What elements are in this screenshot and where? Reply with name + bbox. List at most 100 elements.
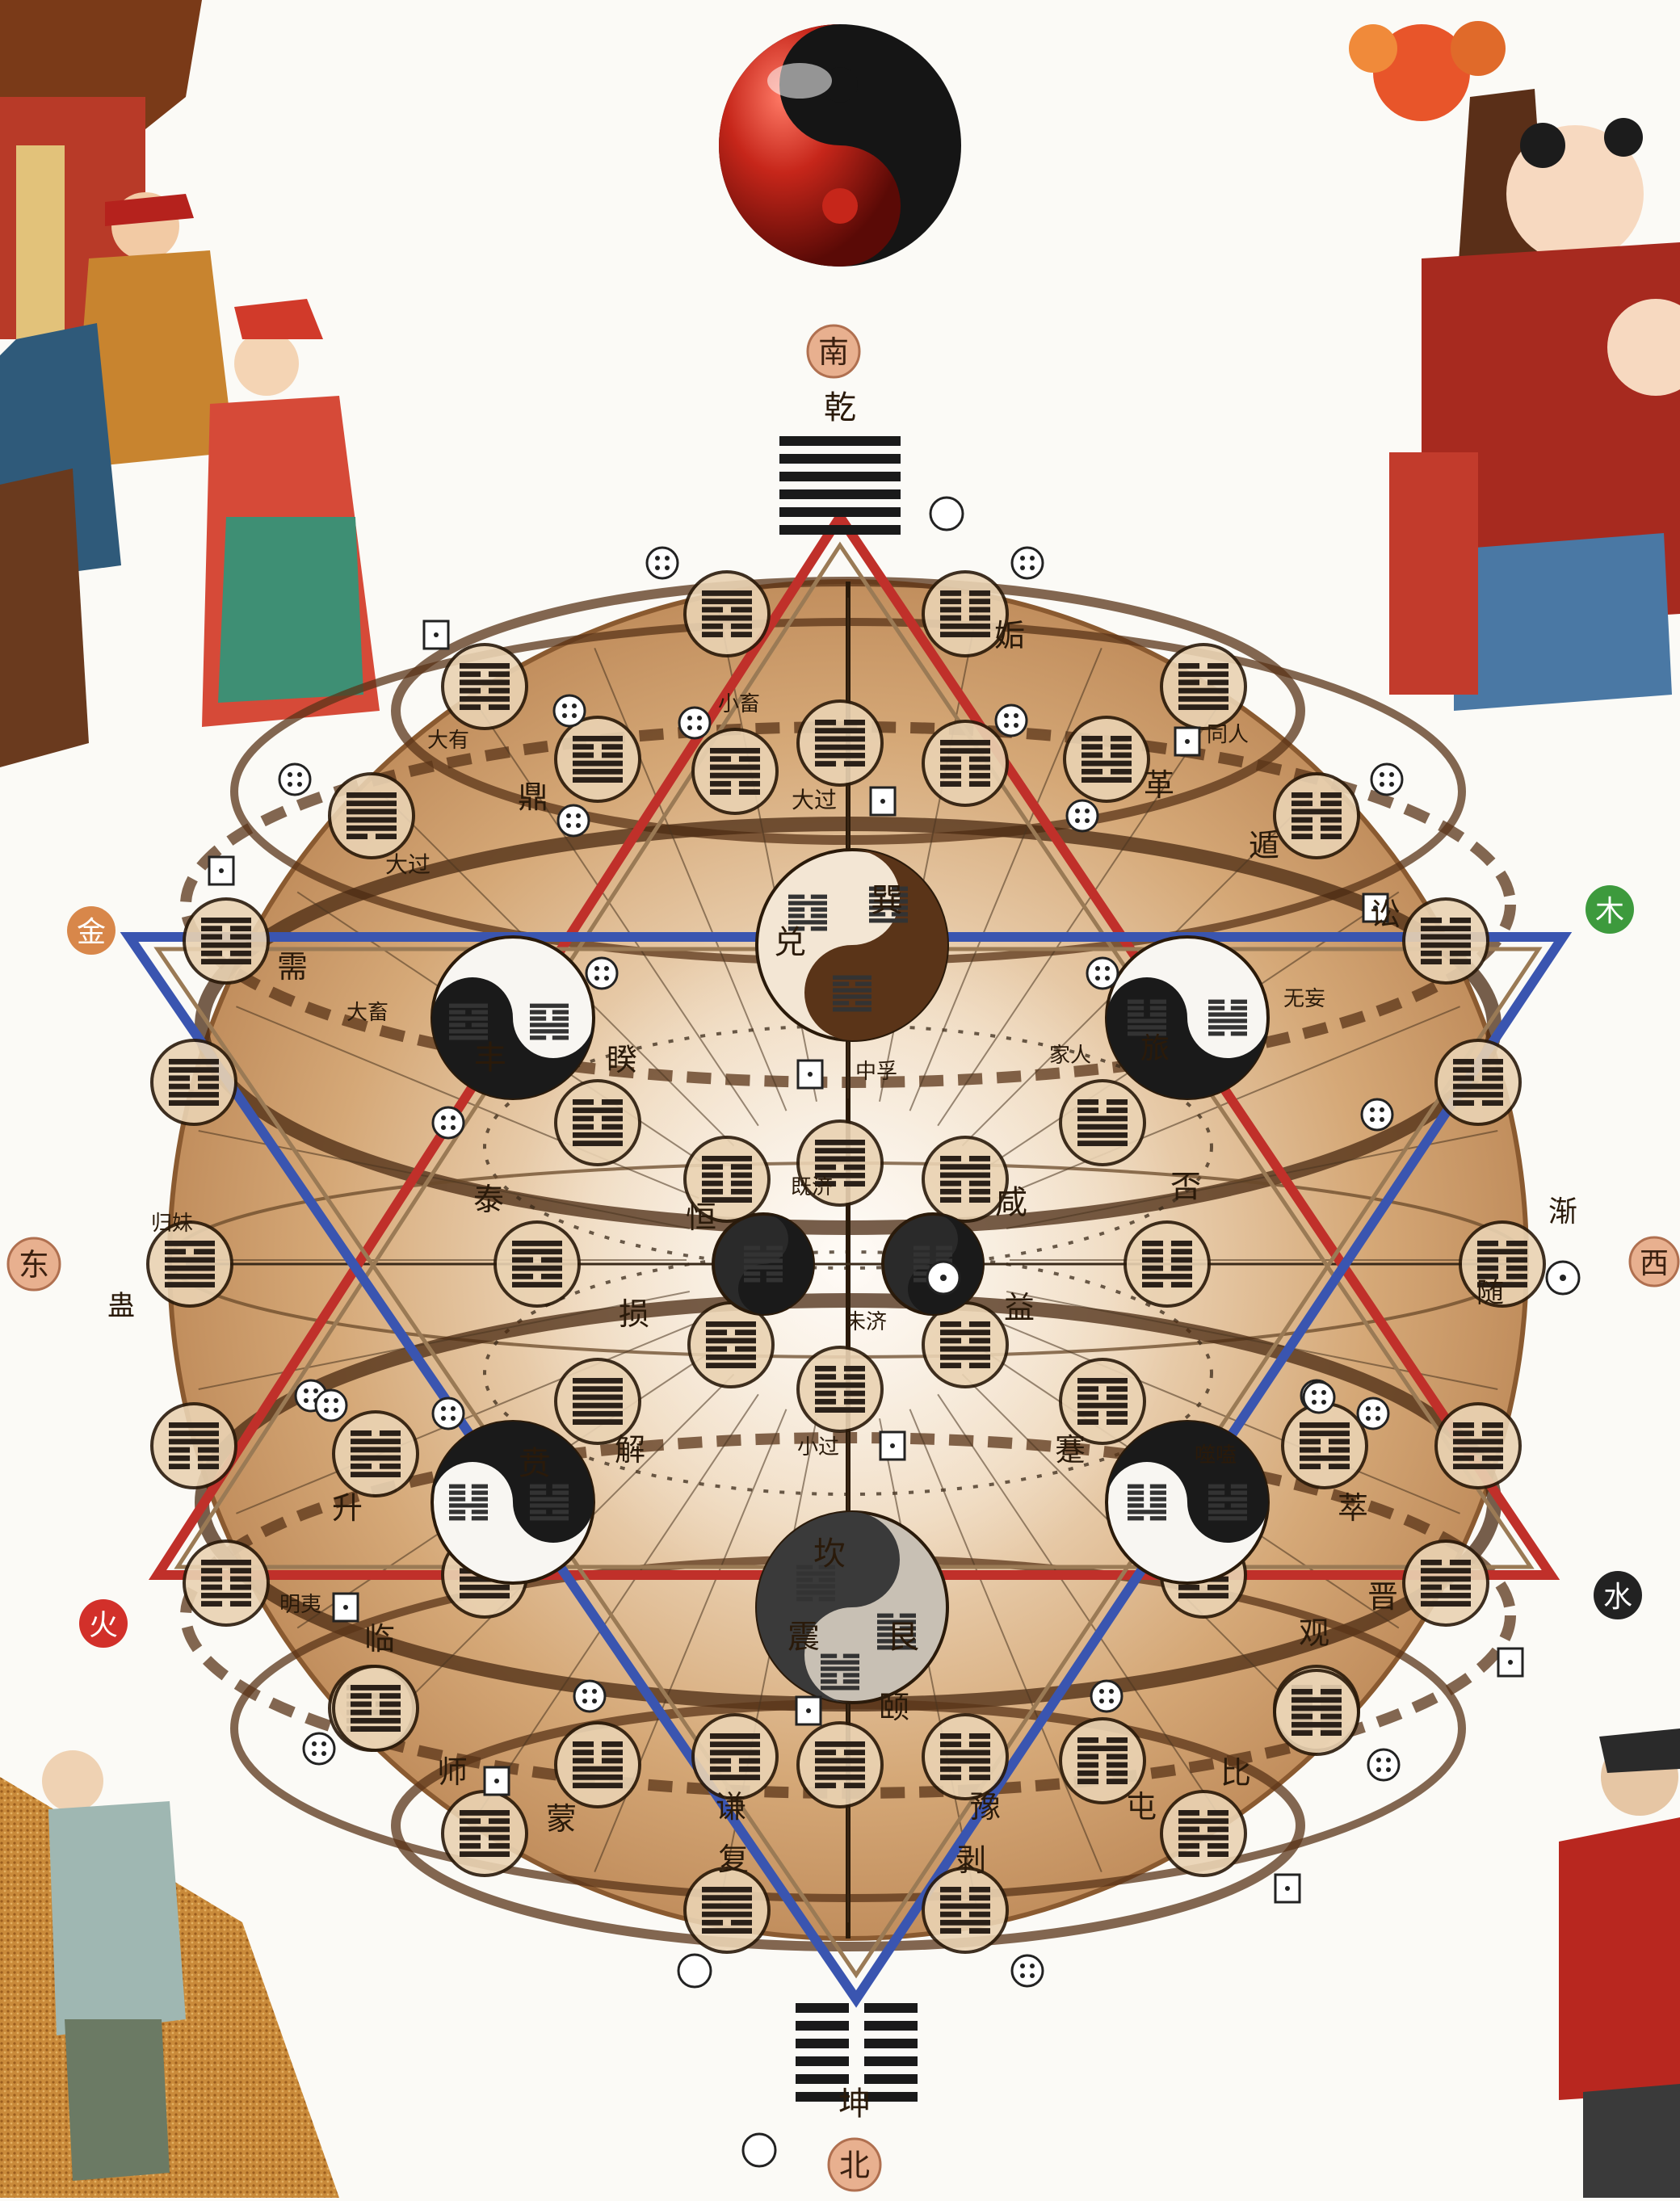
svg-text:北: 北 [839,2148,870,2183]
square-marker [880,1432,905,1460]
hexagram-name-daguo_left: 大过 [385,851,430,878]
hexagram-circle [1275,774,1359,858]
dot-marker [433,1398,464,1429]
dot-marker [316,1390,346,1421]
hexagram-name-tai: 泰 [473,1182,504,1217]
dot-marker [1362,1099,1392,1130]
hexagram-circle [923,1715,1007,1799]
dot-marker [1304,1382,1334,1413]
dot-marker [1358,1398,1388,1429]
hexagram-name-qian_humble: 谦 [716,1789,746,1825]
bottom-left-illustration [0,1750,339,2198]
svg-text:火: 火 [89,1609,118,1642]
hexagram-name-gu: 蛊 [107,1290,135,1322]
undefined [713,1214,813,1314]
trigram-name-gen: 艮 [887,1619,919,1656]
dot-marker [647,548,678,578]
dot-marker [554,695,585,726]
hexagram-name-meng: 蒙 [546,1801,577,1837]
hexagram-circle [556,1359,640,1443]
square-marker [485,1767,509,1795]
hexagram-circle [923,1868,1007,1952]
hexagram-name-dun: 遁 [1249,828,1279,863]
hexagram-circle [1161,645,1245,729]
hexagram-name-jie: 解 [615,1432,645,1468]
hexagram-circle [693,729,777,813]
trigram-name-kan: 坎 [813,1535,846,1573]
label-qian: 乾 [824,389,856,426]
dot-marker [1012,1955,1043,1986]
hexagram-circle [495,1222,579,1306]
hexagram-name-weiji: 未济 [845,1310,887,1334]
badge-metal: 金 [67,906,116,955]
hexagram-name-wuwang: 无妄 [1283,987,1325,1011]
hexagram-name-xian: 咸 [995,1184,1027,1221]
hexagram-circle [1161,1791,1245,1875]
hexagram-name-yi_jaw: 颐 [879,1690,909,1725]
hexagram-name-yi_inc: 益 [1004,1290,1035,1325]
hexagram-name-ding: 鼎 [518,779,548,815]
hexagram-circle [443,645,527,729]
hexagram-circle [1060,1359,1144,1443]
hexagram-name-ge: 革 [1144,767,1174,803]
hexagram-name-sui: 随 [1476,1277,1504,1309]
undefined [432,1422,594,1583]
dot-marker [996,705,1027,736]
svg-text:东: 东 [19,1247,49,1283]
hexagram-name-bi: 比 [1220,1755,1251,1791]
trigram-name-zhen: 震 [788,1619,820,1656]
top-left-illustration [0,0,380,767]
hexagram-name-song: 讼 [1370,897,1401,932]
badge-water: 水 [1594,1571,1642,1619]
hexagram-name-zhun: 屯 [1126,1789,1157,1825]
dot-marker [558,805,589,836]
hexagram-name-dayou: 大有 [427,729,469,753]
hexagram-circle [1065,717,1149,801]
dot-marker [433,1107,464,1138]
hexagram-circle [1436,1404,1520,1488]
hexagram-name-bo: 剥 [956,1842,986,1878]
dot-marker [586,958,617,989]
hexagram-circle [184,1541,268,1625]
hexagram-name-bi_orn: 贲 [519,1445,551,1482]
dot-marker [1368,1749,1399,1780]
hexagram-circle [184,899,268,983]
svg-text:西: 西 [1640,1247,1669,1280]
square-marker [796,1697,821,1724]
hexagram-name-sheng: 升 [332,1490,363,1526]
hexagram-circle [556,1081,640,1165]
hexagram-name-jiji: 既济 [791,1175,833,1199]
dot-marker [1371,764,1402,795]
trigram-name-dui: 兑 [774,924,806,961]
square-marker [424,621,448,649]
square-marker [798,1061,822,1088]
hexagram-circle [1275,1670,1359,1754]
dot-marker [930,498,963,530]
badge-west: 西 [1630,1237,1678,1286]
square-marker [1498,1649,1522,1676]
square-marker [1275,1875,1300,1902]
square-marker [871,788,895,815]
hexagram-name-lin: 临 [364,1621,395,1657]
dot-marker [304,1733,334,1764]
hexagram-name-jian_gradual: 渐 [1548,1195,1577,1229]
hexagram-name-jin: 晋 [1367,1579,1398,1615]
hexagram-name-cui: 萃 [1338,1490,1368,1526]
hexagram-name-gou: 姤 [994,618,1025,653]
hexagram-circle [685,1868,769,1952]
hexagram-name-xiaoxu: 小畜 [718,692,760,716]
hexagram-circle [685,572,769,656]
hexagram-name-sun: 损 [619,1296,649,1332]
badge-south: 南 [808,326,859,377]
top-right-illustration [1349,21,1680,711]
hexagram-name-zhongfu: 中孚 [855,1060,897,1084]
hexagram-circle [1436,1040,1520,1124]
hexagram-name-daguo_top: 大过 [792,787,837,813]
hexagram-circle [1404,899,1488,983]
trigram-name-xun: 巽 [871,882,903,919]
hexagram-name-xu: 需 [277,949,308,985]
hexagram-circle [798,701,882,785]
hexagram-name-shihe: 噬嗑 [1195,1443,1237,1468]
dot-marker [574,1681,605,1712]
